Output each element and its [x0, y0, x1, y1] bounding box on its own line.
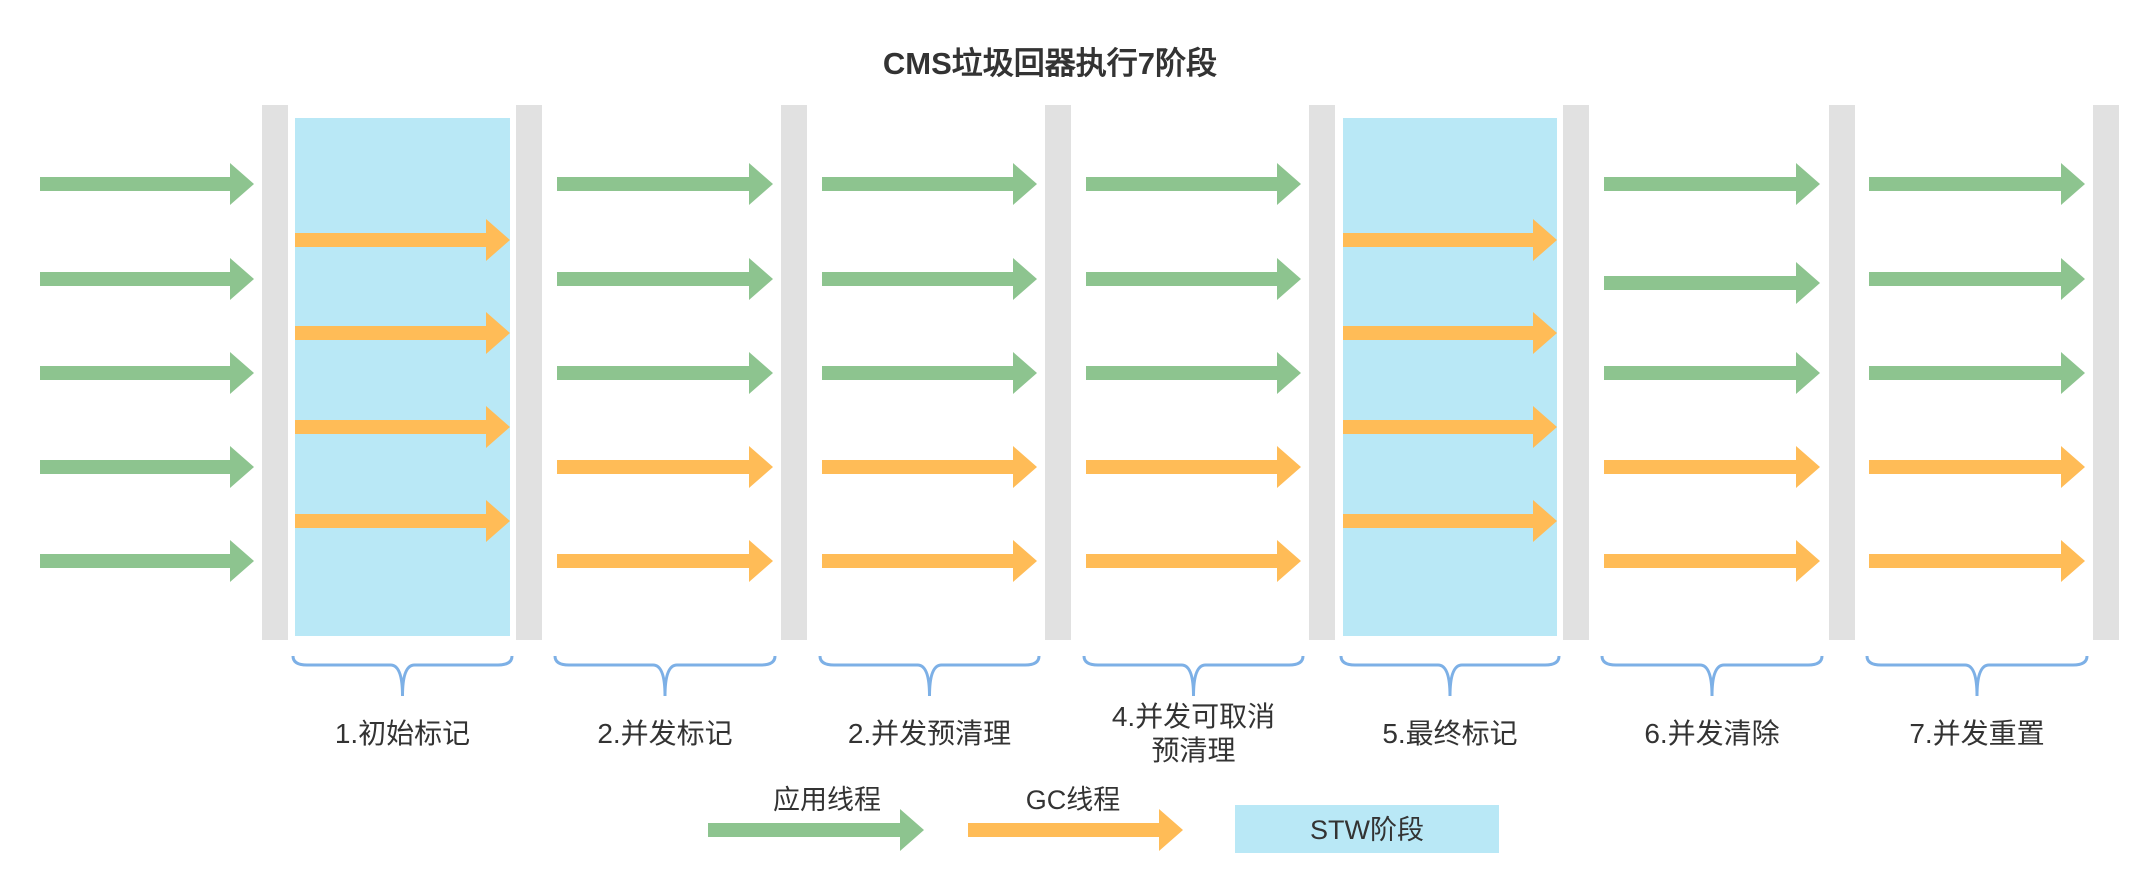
legend-stw-label: STW阶段 [1310, 815, 1424, 845]
phase-separator [516, 105, 542, 640]
app-thread-arrow [1604, 352, 1820, 394]
phase-separator [781, 105, 807, 640]
app-thread-arrow [1086, 352, 1301, 394]
phase-brace [291, 655, 514, 697]
phase-separator [1829, 105, 1855, 640]
gc-thread-arrow [1869, 446, 2085, 488]
phase-brace [1082, 655, 1305, 697]
gc-thread-arrow [1086, 540, 1301, 582]
app-thread-arrow [40, 446, 254, 488]
app-thread-arrow [822, 258, 1037, 300]
phase-label: 7.并发重置 [1909, 718, 2044, 749]
gc-thread-arrow [1604, 446, 1820, 488]
gc-thread-arrow [295, 406, 510, 448]
phase-separator [1563, 105, 1589, 640]
phase-label: 2.并发标记 [597, 718, 732, 749]
gc-thread-arrow [557, 446, 773, 488]
phase-label: 4.并发可取消预清理 [1112, 701, 1275, 766]
gc-thread-arrow [1343, 312, 1557, 354]
app-thread-arrow [822, 352, 1037, 394]
phase-label: 6.并发清除 [1644, 718, 1779, 749]
app-thread-arrow [1604, 262, 1820, 304]
phase-brace [1600, 655, 1824, 697]
phase-label: 5.最终标记 [1382, 718, 1517, 749]
app-thread-arrow [557, 352, 773, 394]
phase-brace [818, 655, 1041, 697]
legend-app-thread-arrow [708, 809, 924, 851]
app-thread-arrow [40, 258, 254, 300]
legend-gc-thread-label: GC线程 [1026, 785, 1121, 815]
legend-gc-thread-arrow [968, 809, 1183, 851]
gc-thread-arrow [1086, 446, 1301, 488]
phase-brace [1339, 655, 1561, 697]
app-thread-arrow [40, 352, 254, 394]
phase-separator [1045, 105, 1071, 640]
gc-thread-arrow [295, 219, 510, 261]
gc-thread-arrow [557, 540, 773, 582]
phase-label: 1.初始标记 [335, 718, 470, 749]
phase-label: 2.并发预清理 [848, 718, 1011, 749]
app-thread-arrow [1869, 258, 2085, 300]
app-thread-arrow [557, 163, 773, 205]
app-thread-arrow [1869, 352, 2085, 394]
phase-separator [1309, 105, 1335, 640]
legend-app-thread-label: 应用线程 [773, 785, 881, 815]
gc-thread-arrow [295, 312, 510, 354]
legend: 应用线程 GC线程 STW阶段 [708, 785, 1499, 853]
legend-stw-box [1235, 805, 1499, 853]
phase-brace [553, 655, 777, 697]
gc-thread-arrow [1604, 540, 1820, 582]
gc-thread-arrow [1869, 540, 2085, 582]
stw-phase-area [1343, 118, 1557, 636]
gc-thread-arrow [822, 446, 1037, 488]
phases-layer: 1.初始标记 2.并发标记 2.并发预清理 4.并发可取消预清理 5.最终标记 6.并发清… [40, 105, 2119, 766]
app-thread-arrow [1086, 163, 1301, 205]
app-thread-arrow [1869, 163, 2085, 205]
gc-thread-arrow [295, 500, 510, 542]
diagram-title: CMS垃圾回器执行7阶段 [883, 46, 1217, 81]
app-thread-arrow [40, 163, 254, 205]
phase-separator [2093, 105, 2119, 640]
app-thread-arrow [1604, 163, 1820, 205]
app-thread-arrow [1086, 258, 1301, 300]
app-thread-arrow [822, 163, 1037, 205]
phase-separator [262, 105, 288, 640]
stw-phase-area [295, 118, 510, 636]
gc-thread-arrow [1343, 500, 1557, 542]
app-thread-arrow [557, 258, 773, 300]
app-thread-arrow [40, 540, 254, 582]
gc-thread-arrow [1343, 219, 1557, 261]
gc-thread-arrow [1343, 406, 1557, 448]
gc-thread-arrow [822, 540, 1037, 582]
phase-brace [1865, 655, 2089, 697]
